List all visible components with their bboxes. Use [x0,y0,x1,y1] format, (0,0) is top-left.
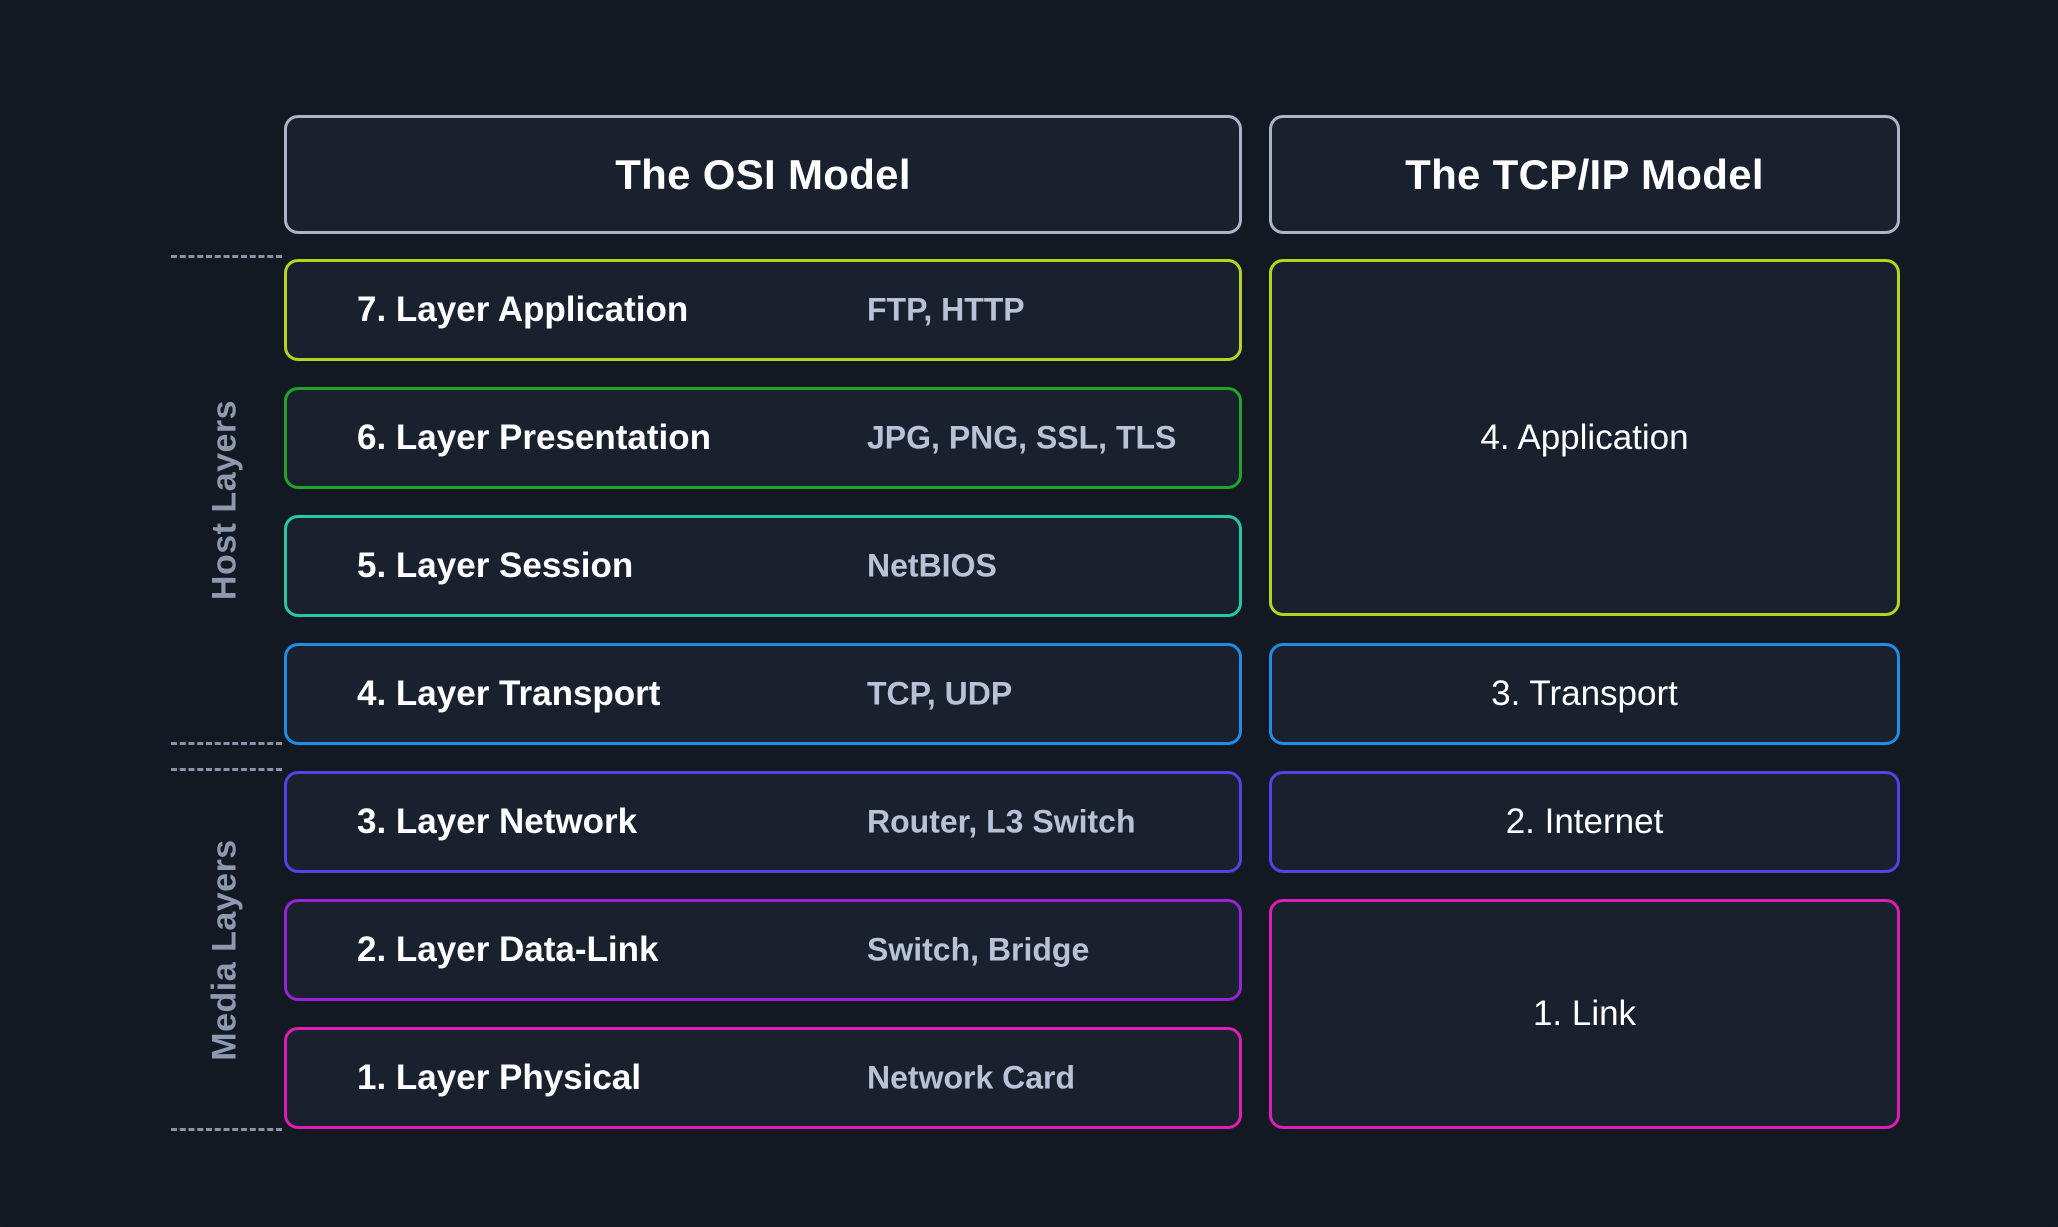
tcpip-layer-transport: 3. Transport [1269,643,1900,745]
host-layers-top-divider [171,255,282,258]
tcpip-layer-application: 4. Application [1269,259,1900,616]
media-layers-bottom-divider [171,1128,282,1131]
osi-layer-protocols: TCP, UDP [867,675,1013,712]
tcpip-model-title: The TCP/IP Model [1405,150,1764,198]
osi-layer-protocols: NetBIOS [867,547,997,584]
tcpip-layer-name: 2. Internet [1505,802,1664,841]
tcpip-layer-name: 4. Application [1480,417,1689,457]
media-layers-top-divider [171,768,282,771]
osi-layer-name: 6. Layer Presentation [357,418,712,457]
tcpip-model-header: The TCP/IP Model [1269,115,1900,234]
media-layers-label: Media Layers [205,839,244,1061]
osi-layer-protocols: Network Card [867,1059,1076,1096]
osi-layer-3: 3. Layer Network Router, L3 Switch [284,771,1242,873]
osi-layer-name: 1. Layer Physical [357,1058,642,1097]
osi-layer-2: 2. Layer Data-Link Switch, Bridge [284,899,1242,1001]
osi-layer-4: 4. Layer Transport TCP, UDP [284,643,1242,745]
osi-layer-protocols: FTP, HTTP [867,291,1025,328]
osi-layer-1: 1. Layer Physical Network Card [284,1027,1242,1129]
osi-layer-protocols: JPG, PNG, SSL, TLS [867,419,1177,456]
tcpip-layer-link: 1. Link [1269,899,1900,1129]
osi-layer-name: 4. Layer Transport [357,674,661,713]
osi-layer-7: 7. Layer Application FTP, HTTP [284,259,1242,361]
tcpip-layer-name: 3. Transport [1491,674,1678,713]
osi-layer-name: 7. Layer Application [357,290,689,329]
osi-model-header: The OSI Model [284,115,1242,234]
osi-model-title: The OSI Model [615,150,911,198]
osi-layer-name: 5. Layer Session [357,546,634,585]
osi-layer-5: 5. Layer Session NetBIOS [284,515,1242,617]
host-layers-bottom-divider [171,742,282,745]
osi-layer-name: 2. Layer Data-Link [357,930,659,969]
osi-layer-name: 3. Layer Network [357,802,638,841]
host-layers-label: Host Layers [205,399,244,601]
tcpip-layer-internet: 2. Internet [1269,771,1900,873]
osi-layer-protocols: Router, L3 Switch [867,803,1136,840]
osi-layer-protocols: Switch, Bridge [867,931,1090,968]
osi-layer-6: 6. Layer Presentation JPG, PNG, SSL, TLS [284,387,1242,489]
tcpip-layer-name: 1. Link [1532,994,1637,1033]
